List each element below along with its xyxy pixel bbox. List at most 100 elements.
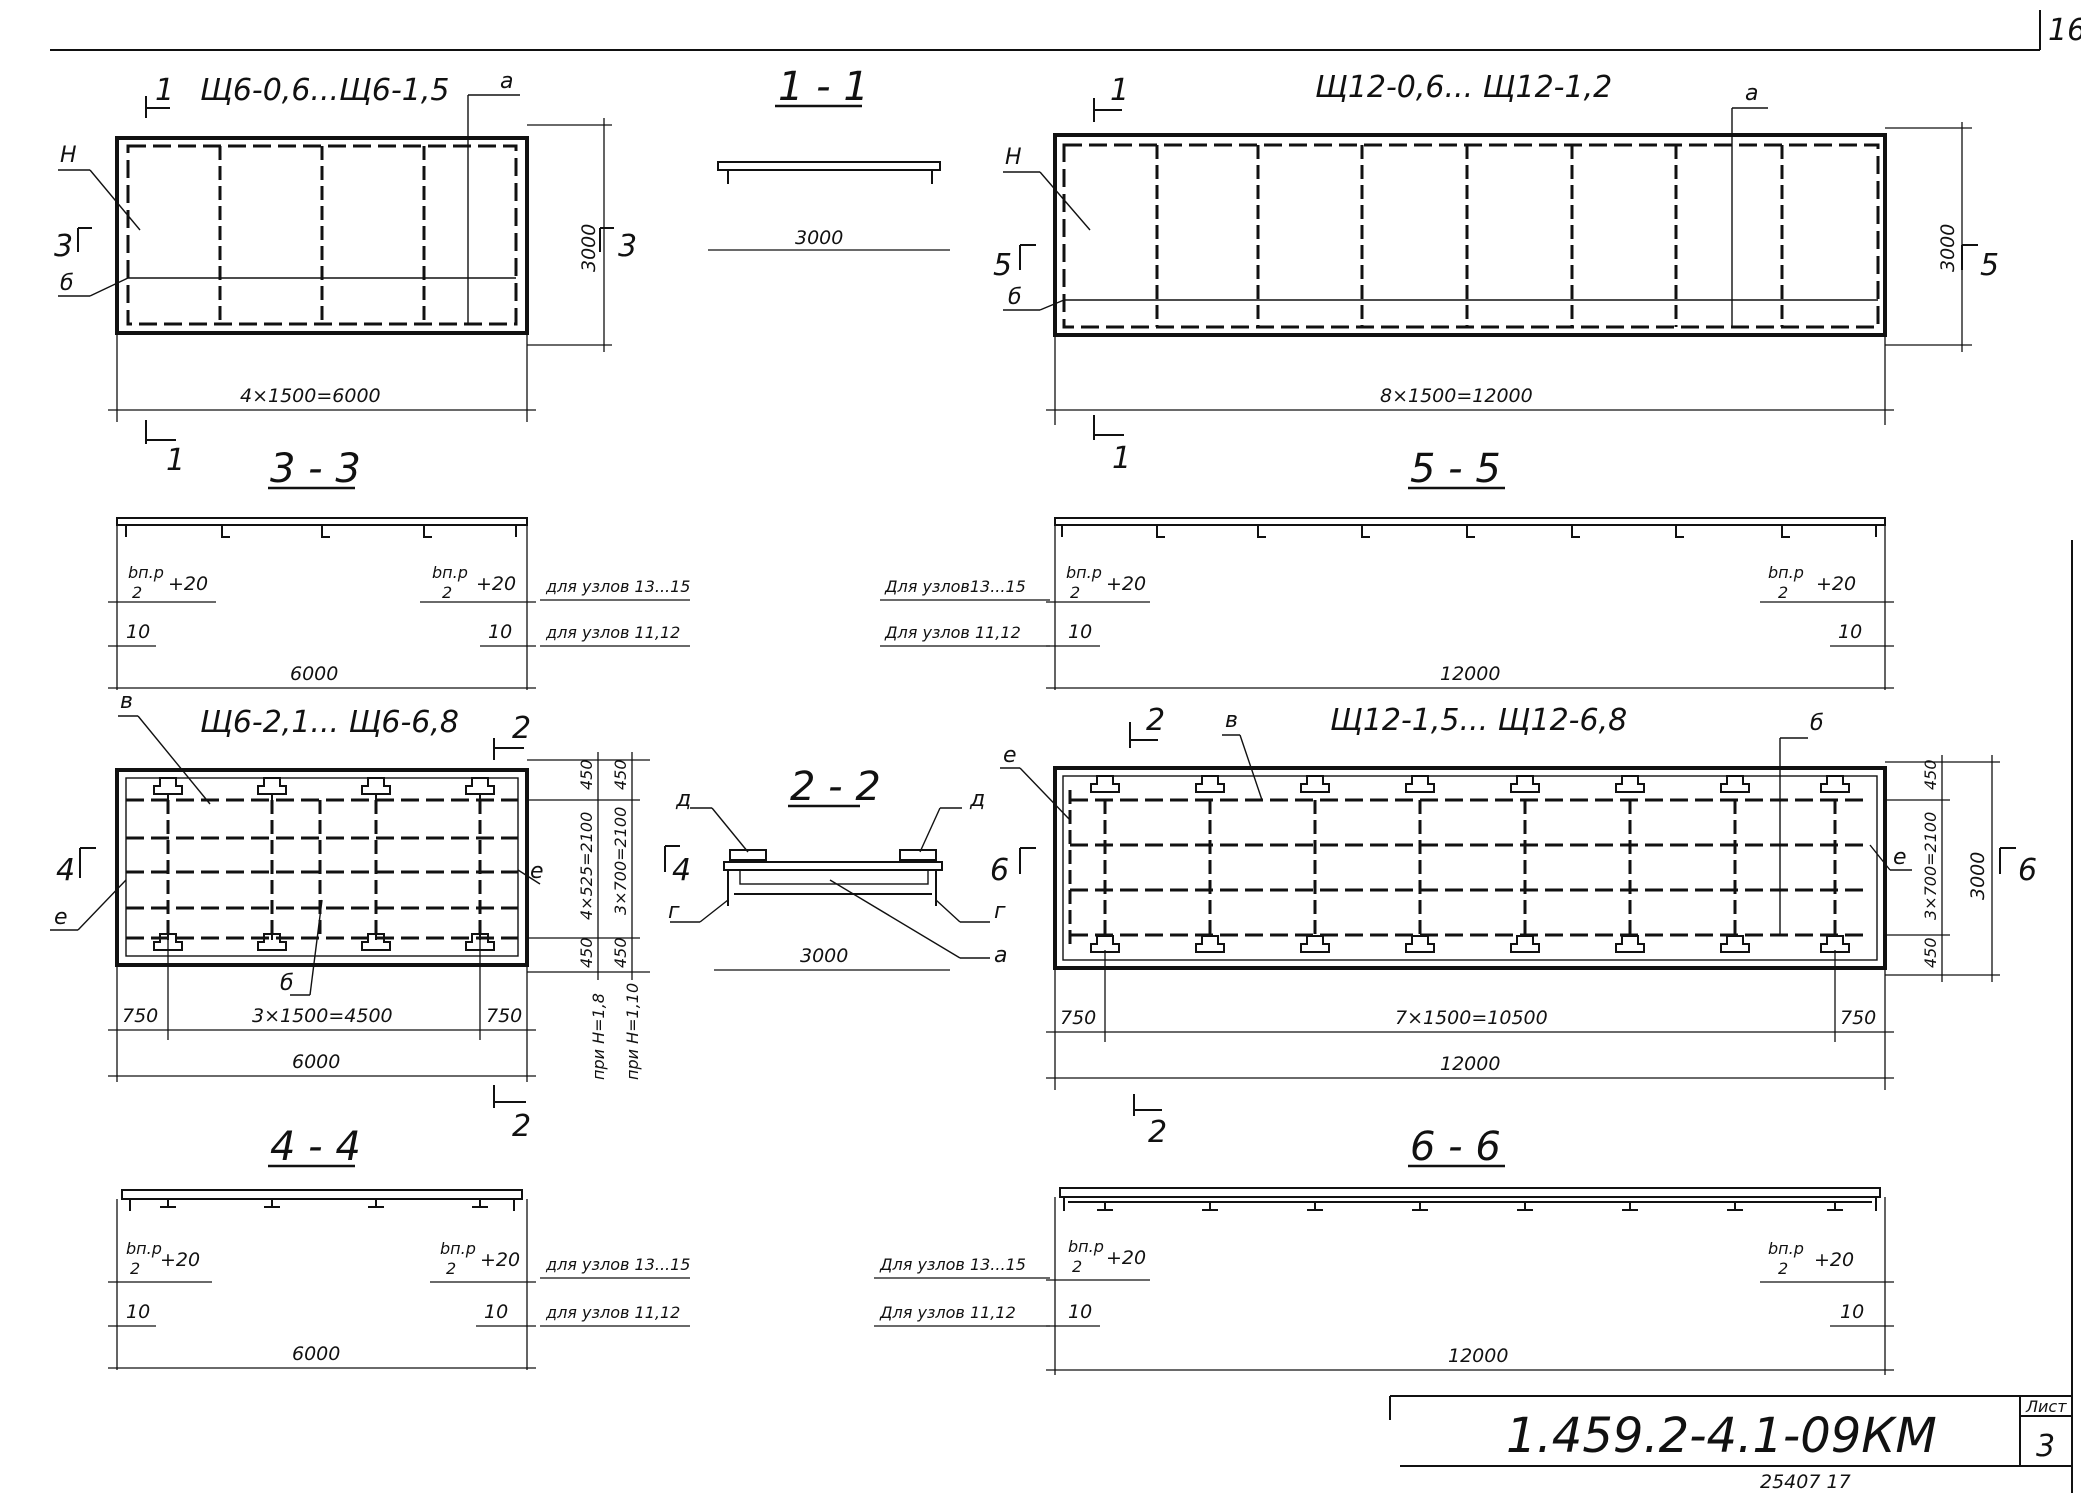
cut-label-2-bottom: 2 [1148,1115,1167,1150]
formula-num-left: bп.р [126,1239,162,1258]
list-number: 3 [2036,1429,2055,1464]
section-title: 6 - 6 [1410,1124,1501,1170]
formula-den-right: 2 [1778,1259,1788,1278]
cut-label-4-right: 4 [672,853,691,888]
dim-label: 3000 [800,945,848,967]
cut-label-6-left: 6 [990,853,1009,888]
dim-750-right: 750 [1840,1007,1876,1029]
section-1-1: 1 - 1 3000 [708,64,950,251]
formula-den-left: 2 [1072,1257,1082,1276]
anchor-nodes [153,777,495,951]
formula-plus-left: +20 [1106,1247,1146,1269]
section-cap-right [899,849,937,861]
leader-g-left [699,899,729,923]
note-nodes-11-12: Для узлов 11,12 [879,1303,1016,1322]
dim-10-right: 10 [488,621,512,643]
list-label: Лист [2025,1397,2067,1416]
dim-total: 6000 [292,1343,340,1365]
section-ribs [125,525,517,538]
mark-e-right: е [1893,845,1907,870]
mark-d-left: д [675,787,691,812]
mark-a: а [500,69,513,94]
formula-den-right: 2 [1778,583,1788,602]
view-title: Щ12-1,5... Щ12-6,8 [1330,703,1627,738]
section-title: 1 - 1 [778,64,869,110]
leader-b [1039,299,1065,311]
note-nodes-11-12: для узлов 11,12 [545,623,680,642]
mark-a: а [1745,81,1758,106]
mark-e-right: е [530,859,544,884]
dim-height-label: 3000 [1937,224,1959,272]
dim-10-right: 10 [1840,1301,1864,1323]
view-title: Щ6-0,6...Щ6-1,5 [200,73,449,108]
dim-10-left: 10 [126,1301,150,1323]
title-block: 1.459.2-4.1-09КМ Лист 3 25407 17 [1389,1395,2072,1493]
section-slab [1059,1187,1881,1198]
formula-plus-right: +20 [1816,573,1856,595]
cut-label-5-right: 5 [1980,248,1999,283]
cut-label-1-top: 1 [1110,73,1129,108]
leader-b [89,277,129,297]
dim-total: 12000 [1440,663,1500,685]
formula-num-right: bп.р [432,563,468,582]
cut-label-4-left: 4 [56,853,75,888]
cut-label-2-bottom: 2 [512,1109,531,1144]
section-title: 3 - 3 [270,446,361,492]
section-ribs [129,1199,515,1211]
leader-n [1039,171,1091,231]
dim-total: 12000 [1440,1053,1500,1075]
formula-den-left: 2 [130,1259,140,1278]
dim-10-left: 10 [126,621,150,643]
panel-frame-dashed [1062,143,1880,329]
view-sh12-small: Щ12-0,6... Щ12-1,2 а Н б 5 5 1 1 [993,70,1999,476]
mark-v: в [1225,708,1238,733]
dim-span: 7×1500=10500 [1395,1007,1548,1029]
mark-n: Н [1005,145,1022,170]
cut-label-1-bottom: 1 [166,443,185,478]
section-slab [116,517,528,526]
cut-label-1-top: 1 [155,73,174,108]
dim-750-right: 750 [486,1005,522,1027]
panel-inner [125,777,519,957]
dim-mid-b: 3×700=2100 [611,807,630,915]
dim-450-top-a: 450 [577,759,596,790]
sheet-frame: 16 [50,10,2081,1493]
formula-plus-left: +20 [160,1249,200,1271]
dim-height-label: 3000 [578,224,600,272]
section-slab [723,861,943,871]
formula-den-right: 2 [446,1259,456,1278]
mark-a: а [994,943,1007,968]
view-sh6-small: Щ6-0,6...Щ6-1,5 а Н б 3 3 1 1 4×1 [54,69,637,478]
section-cap-left [729,849,767,861]
view-sh12-large: Щ12-1,5... Щ12-6,8 [990,703,2037,1150]
note-nodes-11-12: для узлов 11,12 [545,1303,680,1322]
inventory-number: 25407 17 [1760,1471,1851,1493]
dim-mid-a: 4×525=2100 [577,812,596,920]
panel-outline [1053,766,1887,970]
document-code: 1.459.2-4.1-09КМ [1506,1408,1937,1464]
panel-outline [115,768,529,967]
cut-label-6-right: 6 [2018,853,2037,888]
formula-num-right: bп.р [1768,1239,1804,1258]
formula-plus-right: +20 [480,1249,520,1271]
formula-num-right: bп.р [1768,563,1804,582]
leader-e [77,879,127,931]
mark-g-left: г [668,899,680,924]
view-title: Щ12-0,6... Щ12-1,2 [1315,70,1612,105]
section-ribs [1061,525,1877,538]
note-nodes-13-15: Для узлов 13...15 [879,1255,1026,1274]
section-title: 4 - 4 [270,1124,361,1170]
mark-n: Н [60,143,77,168]
formula-plus-right: +20 [476,573,516,595]
section-4-4: 4 - 4 bп.р 2 +20 bп.р 2 +20 10 10 для уз… [108,1124,690,1370]
dim-total: 6000 [292,1051,340,1073]
dim-height-total: 3000 [1967,852,1989,900]
section-ribs [1063,1197,1877,1211]
leader-a [829,879,961,959]
panel-outline [115,136,529,335]
dim-450-top-b: 450 [611,759,630,790]
formula-plus-left: +20 [1106,573,1146,595]
formula-num-left: bп.р [1066,563,1102,582]
dim-total: 6000 [290,663,338,685]
formula-plus-right: +20 [1814,1249,1854,1271]
